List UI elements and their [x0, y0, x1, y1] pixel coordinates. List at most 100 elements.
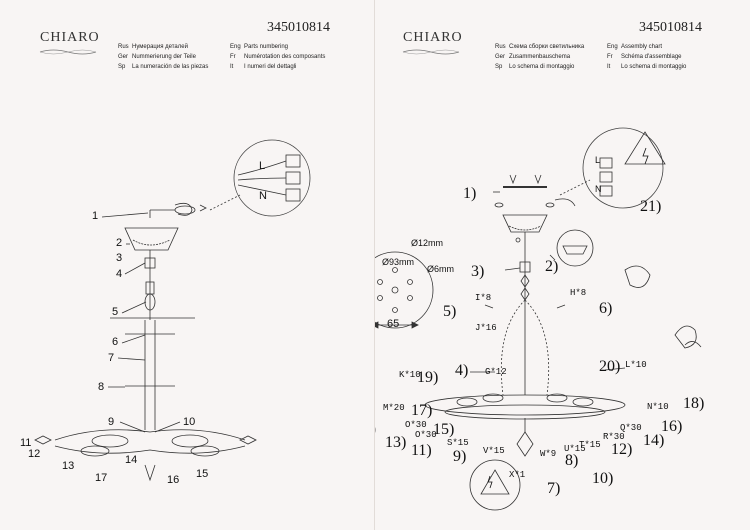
part-label: 16: [167, 474, 180, 486]
wiring-inset-circle: [233, 139, 311, 217]
dimension-label: 65: [387, 318, 400, 330]
lang-code: Ger: [495, 54, 506, 60]
lang-code: Eng: [230, 44, 241, 50]
document-number: 345010814: [267, 20, 330, 35]
lang-text: La numeración de las piezas: [132, 64, 209, 70]
part-code: W*9: [540, 449, 557, 459]
lang-code: It: [607, 64, 611, 70]
part-label: 15: [196, 468, 209, 480]
terminal-block: [285, 154, 301, 168]
terminal-block: [285, 188, 301, 202]
lang-code: Sp: [495, 64, 503, 70]
part-code: H*8: [570, 288, 587, 298]
part-code: R*30: [603, 432, 625, 442]
dimension-label: Ø93mm: [382, 257, 415, 267]
terminal-label-l: L: [259, 160, 266, 172]
part-code: V*15: [483, 446, 505, 456]
lang-text: Numérotation des composants: [244, 54, 326, 60]
part-code: N*10: [647, 402, 669, 412]
step-label: 19): [417, 369, 439, 386]
brand-logo: CHIARO: [40, 30, 100, 45]
part-label: 17: [95, 472, 108, 484]
step-label: 20): [599, 358, 621, 375]
part-label: 7: [108, 352, 115, 364]
logo-flourish: [402, 49, 460, 55]
part-code: G*12: [485, 367, 507, 377]
step-label: 7): [547, 480, 561, 497]
step-label: 13): [385, 434, 407, 451]
part-code: S*15: [447, 438, 469, 448]
part-code: Q*30: [620, 423, 642, 433]
document-number: 345010814: [639, 20, 702, 35]
lang-text: I numeri del dettagli: [244, 64, 297, 70]
lang-text: Nummerierung der Teile: [132, 54, 196, 60]
step-label: 10): [592, 470, 614, 487]
part-label: 13: [62, 460, 75, 472]
part-code: O*30: [405, 420, 427, 430]
part-code: X*1: [509, 470, 526, 480]
part-code: M*20: [383, 403, 405, 413]
step-label: 3): [471, 263, 485, 280]
step-label: 11): [411, 442, 432, 459]
step-label: 8): [565, 452, 579, 469]
part-label: 3: [116, 252, 123, 264]
step-label: 5): [443, 303, 457, 320]
part-code: T*15: [579, 440, 601, 450]
lang-text: Schéma d'assemblage: [621, 54, 682, 60]
step-label: 9): [453, 448, 467, 465]
step-label: 17): [411, 402, 433, 419]
part-code: O*30: [415, 430, 437, 440]
step-label: 4): [455, 362, 469, 379]
lang-code: Rus: [495, 44, 506, 50]
part-code: L*10: [625, 360, 647, 370]
lang-text: Lo schema di montaggio: [509, 64, 575, 70]
lang-code: Fr: [230, 54, 236, 60]
part-code: J*16: [475, 323, 497, 333]
lang-code: It: [230, 64, 234, 70]
part-label: 14: [125, 454, 138, 466]
dimension-label: Ø6mm: [427, 264, 454, 274]
dimension-label: Ø12mm: [411, 238, 444, 248]
step-label: 14): [643, 432, 665, 449]
lang-text: Assembly chart: [621, 44, 663, 50]
part-label: 4: [116, 268, 123, 280]
lang-code: Fr: [607, 54, 613, 60]
terminal-label-n: N: [259, 190, 267, 202]
terminal-block: [285, 171, 301, 185]
step-label: 18): [683, 395, 705, 412]
part-label: 2: [116, 237, 123, 249]
lang-code: Rus: [118, 44, 129, 50]
part-code: U*15: [564, 444, 586, 454]
terminal-label-l: L: [595, 155, 601, 165]
step-label: 15): [433, 421, 455, 438]
lang-text: Нумерация деталей: [132, 44, 188, 50]
warning-triangle-icon: [624, 131, 666, 165]
part-label: 6: [112, 336, 119, 348]
part-label: 8: [98, 381, 105, 393]
part-label: 9: [108, 416, 115, 428]
lang-text: Zusammenbauschema: [509, 54, 571, 60]
step-label: 21): [640, 198, 662, 215]
mount-plate: [375, 251, 434, 329]
step-label: 2): [545, 258, 559, 275]
part-code: K*10: [399, 370, 421, 380]
assembly-diagram: [375, 127, 702, 511]
part-label: 10: [183, 416, 196, 428]
step-label: 12): [611, 441, 633, 458]
wiring-inset-circle: [582, 127, 664, 209]
lang-code: Eng: [607, 44, 618, 50]
step-label: 1): [463, 185, 477, 202]
part-label: 5: [112, 306, 119, 318]
lang-code: Sp: [118, 64, 126, 70]
part-code: I*8: [475, 293, 492, 303]
part-label: 11: [20, 437, 32, 449]
parts-diagram: [34, 139, 311, 482]
lang-text: Parts numbering: [244, 44, 289, 50]
step-label: 6): [599, 300, 613, 317]
terminal-label-n: N: [595, 184, 602, 194]
lang-code: Ger: [118, 54, 129, 60]
